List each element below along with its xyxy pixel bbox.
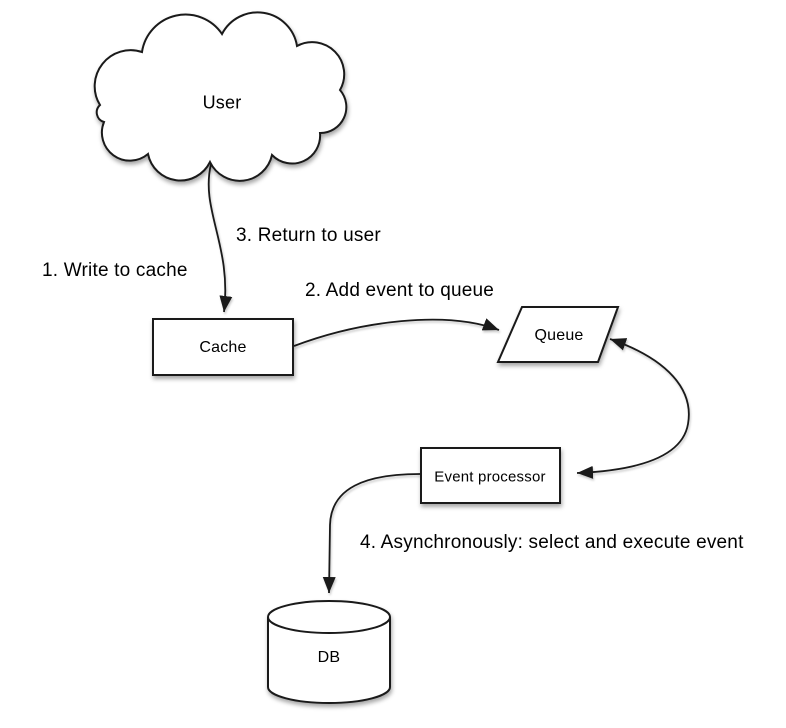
- edge-label-async-select-execute: 4. Asynchronously: select and execute ev…: [360, 532, 744, 553]
- event-processor-box-shape: [420, 447, 561, 504]
- cache-box-shape: [152, 318, 294, 376]
- queue-parallelogram-shape: [496, 306, 620, 363]
- edge-user-to-cache: [207, 163, 233, 313]
- edge-label-write-to-cache: 1. Write to cache: [42, 260, 188, 281]
- cache-node-label: Cache: [199, 339, 247, 356]
- user-cloud-shape: [93, 11, 348, 182]
- user-node-label: User: [202, 92, 242, 113]
- edge-cache-to-queue: [293, 318, 500, 347]
- edge-queue-event-processor-bidirectional: [576, 338, 690, 479]
- edge-label-return-to-user: 3. Return to user: [236, 225, 381, 246]
- db-cylinder-rim: [267, 616, 391, 634]
- edge-label-add-event-to-queue: 2. Add event to queue: [305, 280, 495, 301]
- edge-event-processor-to-db: [322, 473, 421, 594]
- db-node-label: DB: [317, 649, 341, 666]
- event-processor-node-label: Event processor: [434, 468, 546, 486]
- db-cylinder-shape: [267, 600, 391, 704]
- queue-node-label: Queue: [534, 327, 584, 344]
